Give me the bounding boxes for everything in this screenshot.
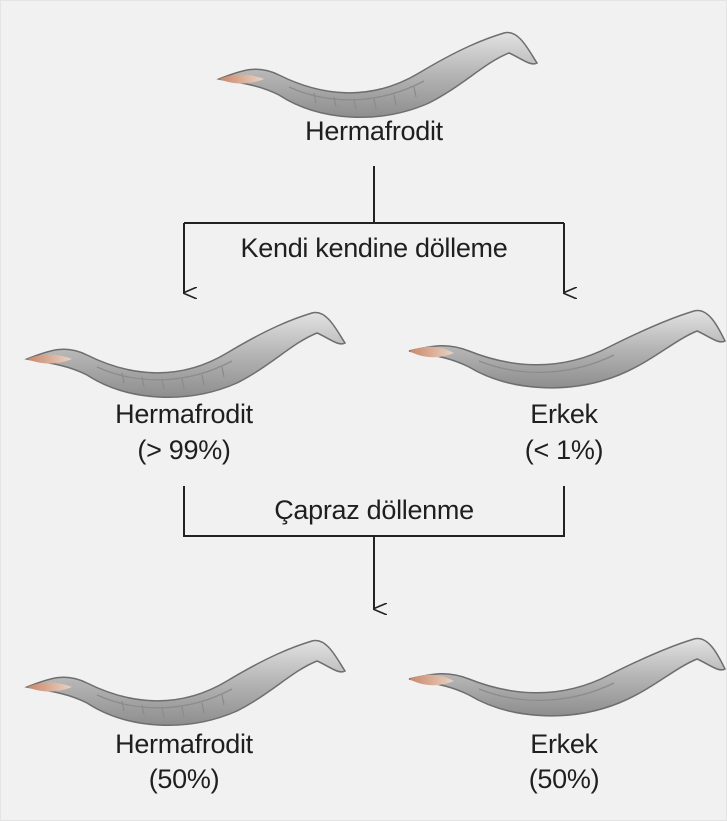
gen1-male-percent: (< 1%): [525, 435, 603, 466]
gen1-hermaphrodite-percent: (> 99%): [137, 435, 230, 466]
gen1-male-worm: [409, 311, 725, 388]
parent-hermaphrodite-worm: [219, 33, 537, 118]
gen1-hermaphrodite-worm: [27, 313, 345, 398]
parent-label: Hermafrodit: [305, 116, 443, 147]
self-fertilization-label: Kendi kendine dölleme: [235, 233, 514, 264]
gen1-hermaphrodite-label: Hermafrodit: [115, 399, 253, 430]
gen2-hermaphrodite-percent: (50%): [149, 764, 220, 795]
gen2-hermaphrodite-label: Hermafrodit: [115, 729, 253, 760]
gen1-male-label: Erkek: [530, 399, 598, 430]
gen2-male-label: Erkek: [530, 729, 598, 760]
gen2-hermaphrodite-worm: [27, 641, 345, 726]
gen2-male-worm: [409, 639, 725, 716]
cross-fertilization-label: Çapraz döllenme: [274, 495, 474, 526]
gen2-male-percent: (50%): [529, 764, 600, 795]
